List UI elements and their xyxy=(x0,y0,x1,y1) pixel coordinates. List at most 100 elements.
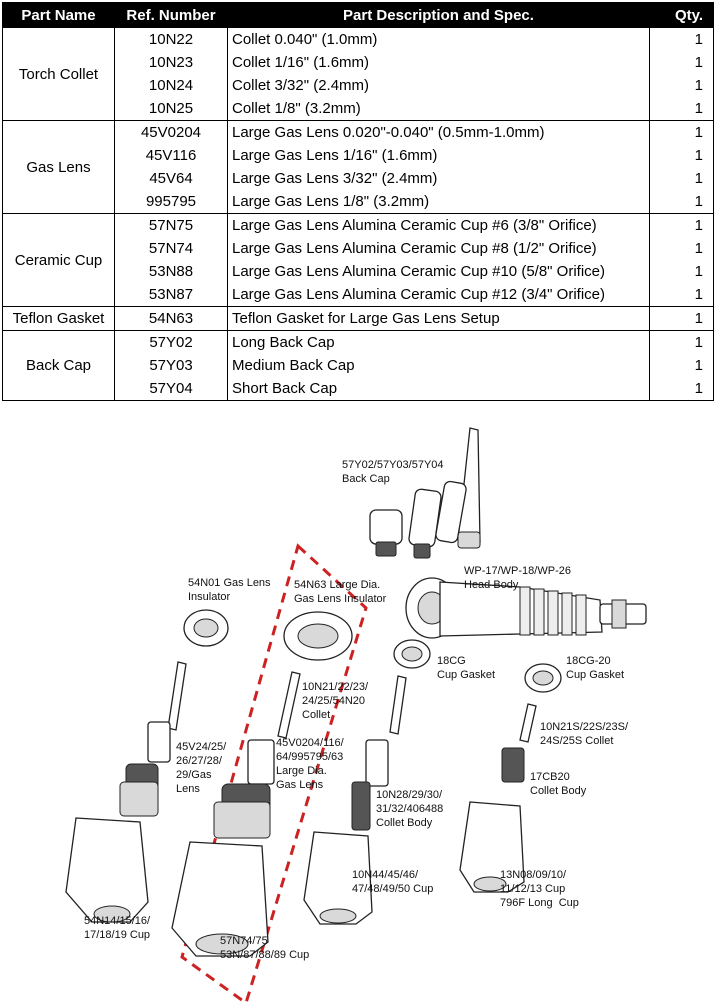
header-qty: Qty. xyxy=(649,2,714,28)
description-cell: Teflon Gasket for Large Gas Lens Setup xyxy=(227,306,650,331)
callout-collet-body: 10N28/29/30/ 31/32/406488 Collet Body xyxy=(376,789,444,829)
diagram-drawing xyxy=(65,427,647,1003)
callout-collet-right: 10N21S/22S/23S/ 24S/25S Collet xyxy=(540,721,629,747)
callout-cup-gasket-20: 18CG-20 Cup Gasket xyxy=(566,655,625,681)
part-name-cell: Torch Collet xyxy=(2,27,115,121)
back-cap-drawing xyxy=(369,427,481,559)
callout-gas-lens-large: 45V0204/116/ 64/995795/63 Large Dia. Gas… xyxy=(276,737,344,791)
ref-number-cell: 45V64 xyxy=(114,167,228,190)
qty-cell: 1 xyxy=(649,260,714,283)
callout-cup-gasket: 18CG Cup Gasket xyxy=(437,655,496,681)
ref-number-cell: 10N23 xyxy=(114,51,228,74)
right-middle-stack-drawing xyxy=(303,675,407,925)
head-body-drawing xyxy=(405,577,647,639)
left-stack-drawing xyxy=(65,609,229,923)
ref-number-cell: 10N24 xyxy=(114,74,228,97)
description-cell: Collet 1/16" (1.6mm) xyxy=(227,51,650,74)
qty-cell: 1 xyxy=(649,190,714,214)
ref-number-cell: 10N22 xyxy=(114,27,228,51)
ref-number-cell: 45V0204 xyxy=(114,120,228,144)
description-cell: Collet 3/32" (2.4mm) xyxy=(227,74,650,97)
callout-cup-13n08: 13N08/09/10/ 11/12/13 Cup 796F Long Cup xyxy=(500,869,579,909)
ref-number-cell: 57Y04 xyxy=(114,377,228,401)
ref-number-cell: 57N74 xyxy=(114,237,228,260)
ref-number-cell: 10N25 xyxy=(114,97,228,121)
ref-number-cell: 57Y02 xyxy=(114,330,228,354)
description-cell: Medium Back Cap xyxy=(227,354,650,377)
description-cell: Large Gas Lens 1/8" (3.2mm) xyxy=(227,190,650,214)
callout-gas-lens-insulator: 54N01 Gas Lens Insulator xyxy=(188,577,271,603)
ref-number-cell: 53N87 xyxy=(114,283,228,307)
description-cell: Large Gas Lens Alumina Ceramic Cup #8 (1… xyxy=(227,237,650,260)
callout-back-cap: 57Y02/57Y03/57Y04 Back Cap xyxy=(342,459,444,485)
qty-cell: 1 xyxy=(649,377,714,401)
callout-gas-lens-left: 45V24/25/ 26/27/28/ 29/Gas Lens xyxy=(176,741,227,795)
description-cell: Long Back Cap xyxy=(227,330,650,354)
ref-number-cell: 57N75 xyxy=(114,213,228,237)
qty-cell: 1 xyxy=(649,283,714,307)
part-name-cell: Back Cap xyxy=(2,330,115,401)
qty-cell: 1 xyxy=(649,144,714,167)
description-cell: Short Back Cap xyxy=(227,377,650,401)
header-ref-number: Ref. Number xyxy=(114,2,228,28)
table-header-row: Part Name Ref. Number Part Description a… xyxy=(2,2,714,28)
ref-number-cell: 53N88 xyxy=(114,260,228,283)
callout-collet-left: 10N21/22/23/ 24/25/54N20 Collet xyxy=(302,681,369,721)
qty-cell: 1 xyxy=(649,27,714,51)
ref-number-cell: 45V116 xyxy=(114,144,228,167)
description-cell: Large Gas Lens Alumina Ceramic Cup #6 (3… xyxy=(227,213,650,237)
description-cell: Collet 0.040" (1.0mm) xyxy=(227,27,650,51)
parts-table: Part Name Ref. Number Part Description a… xyxy=(2,2,714,401)
qty-cell: 1 xyxy=(649,237,714,260)
callout-cup-57n74: 57N74/75 53N/87/88/89 Cup xyxy=(220,935,310,961)
qty-cell: 1 xyxy=(649,330,714,354)
description-cell: Large Gas Lens 0.020"-0.040" (0.5mm-1.0m… xyxy=(227,120,650,144)
ref-number-cell: 54N63 xyxy=(114,306,228,331)
qty-cell: 1 xyxy=(649,306,714,331)
right-stack-drawing xyxy=(459,703,537,893)
part-name-cell: Gas Lens xyxy=(2,120,115,214)
description-cell: Large Gas Lens Alumina Ceramic Cup #10 (… xyxy=(227,260,650,283)
callout-cup-54n14: 54N14/15/16/ 17/18/19 Cup xyxy=(84,915,151,941)
ref-number-cell: 57Y03 xyxy=(114,354,228,377)
callout-cup-10n44: 10N44/45/46/ 47/48/49/50 Cup xyxy=(352,869,434,895)
description-cell: Collet 1/8" (3.2mm) xyxy=(227,97,650,121)
callout-collet-body-right: 17CB20 Collet Body xyxy=(530,771,587,797)
callout-large-insulator: 54N63 Large Dia. Gas Lens Insulator xyxy=(294,579,387,605)
part-name-cell: Ceramic Cup xyxy=(2,213,115,307)
exploded-parts-diagram: 57Y02/57Y03/57Y04 Back Cap WP-17/WP-18/W… xyxy=(0,422,717,1003)
callout-head-body: WP-17/WP-18/WP-26 Head Body xyxy=(464,565,571,591)
description-cell: Large Gas Lens 3/32" (2.4mm) xyxy=(227,167,650,190)
header-description: Part Description and Spec. xyxy=(227,2,650,28)
description-cell: Large Gas Lens 1/16" (1.6mm) xyxy=(227,144,650,167)
middle-stack-drawing xyxy=(171,611,353,957)
qty-cell: 1 xyxy=(649,120,714,144)
qty-cell: 1 xyxy=(649,167,714,190)
qty-cell: 1 xyxy=(649,74,714,97)
header-part-name: Part Name xyxy=(2,2,115,28)
ref-number-cell: 995795 xyxy=(114,190,228,214)
qty-cell: 1 xyxy=(649,354,714,377)
part-name-cell: Teflon Gasket xyxy=(2,306,115,331)
